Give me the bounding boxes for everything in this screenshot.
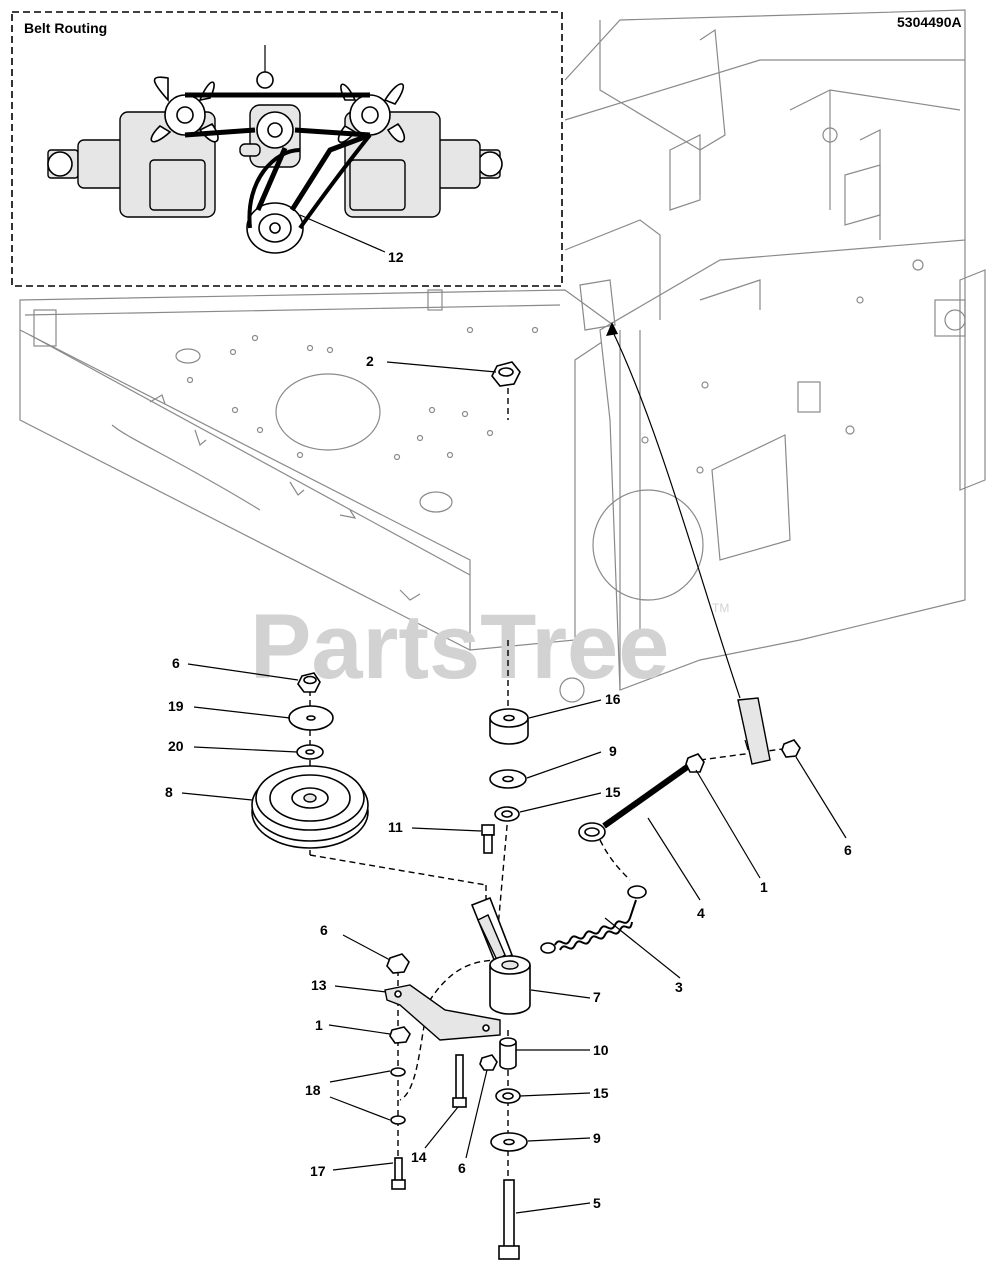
callout-labels: 2 6 19 20 8 16 9 15 11 4 1 6 3 6 13 7 1 …: [165, 353, 852, 1211]
callout-9: 9: [609, 743, 617, 759]
callout-15: 15: [605, 784, 621, 800]
callout-7: 7: [593, 989, 601, 1005]
callout-6: 6: [172, 655, 180, 671]
callout-16: 16: [605, 691, 621, 707]
callout-9: 9: [593, 1130, 601, 1146]
callout-10: 10: [593, 1042, 609, 1058]
callout-1: 1: [760, 879, 768, 895]
callout-6: 6: [320, 922, 328, 938]
callout-18: 18: [305, 1082, 321, 1098]
callout-6: 6: [844, 842, 852, 858]
watermark-tm: TM: [712, 601, 729, 615]
callout-13: 13: [311, 977, 327, 993]
callout-3: 3: [675, 979, 683, 995]
callout-2: 2: [366, 353, 374, 369]
belt-routing-inset: Belt Routing: [11, 11, 563, 287]
callout-15: 15: [593, 1085, 609, 1101]
inset-title: Belt Routing: [24, 20, 107, 36]
callout-17: 17: [310, 1163, 326, 1179]
callout-12: 12: [388, 249, 404, 265]
callout-20: 20: [168, 738, 184, 754]
doc-number: 5304490A: [897, 14, 962, 30]
callout-11: 11: [388, 819, 403, 835]
parts: [251, 361, 801, 1260]
spring: [540, 885, 647, 954]
callout-5: 5: [593, 1195, 601, 1211]
mower-frame: [19, 9, 986, 703]
callout-6: 6: [458, 1160, 466, 1176]
callout-8: 8: [165, 784, 173, 800]
left-transaxle: [47, 76, 219, 218]
idler-arm: [470, 896, 531, 1015]
callout-1: 1: [315, 1017, 323, 1033]
callout-14: 14: [411, 1149, 427, 1165]
callout-4: 4: [697, 905, 705, 921]
callout-19: 19: [168, 698, 184, 714]
leader-lines: [181, 361, 847, 1214]
